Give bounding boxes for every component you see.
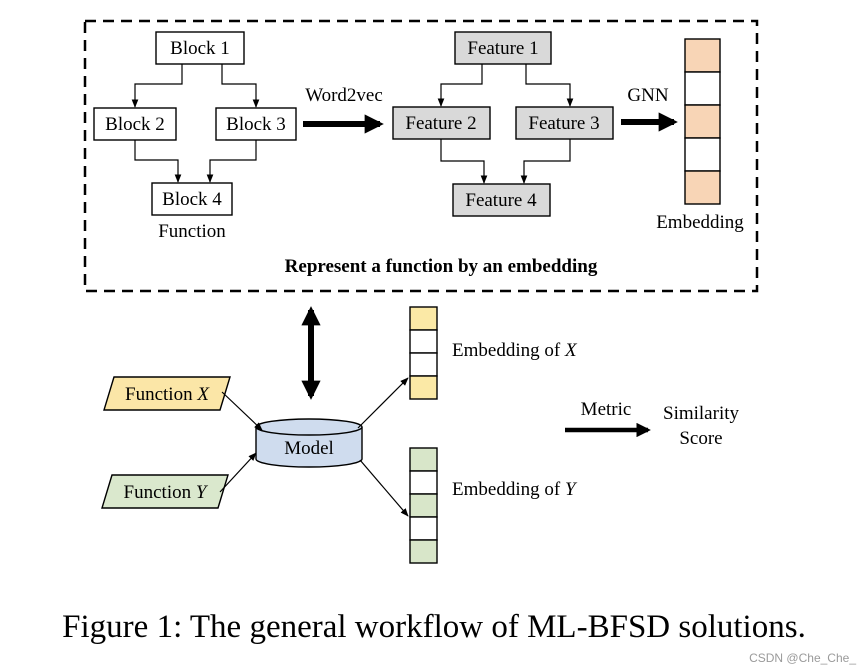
block-4-box — [151, 182, 233, 216]
embedding-y-cell — [409, 447, 438, 472]
figure-caption: Figure 1: The general workflow of ML-BFS… — [62, 609, 806, 645]
embedding-cell — [684, 170, 721, 205]
edge-feature3-feature4 — [520, 139, 571, 184]
embedding-label: Embedding — [656, 212, 744, 233]
block-2-box — [93, 107, 177, 141]
function-x-label: Function X — [125, 384, 210, 405]
panel-caption: Represent a function by an embedding — [285, 256, 598, 277]
edge-block1-block3 — [221, 64, 260, 108]
edge-block3-block4 — [206, 140, 257, 183]
embedding-y-cell — [409, 470, 438, 495]
embedding-y-cell — [409, 539, 438, 564]
embedding-x-cell — [409, 375, 438, 400]
function-label: Function — [158, 221, 226, 242]
arrow-model-to-embedding-x — [357, 377, 409, 429]
embedding-x-cell — [409, 306, 438, 331]
function-y-shape — [101, 474, 229, 509]
model-cylinder — [255, 418, 363, 468]
feature-2-box — [392, 106, 491, 140]
embedding-x-vector — [409, 306, 438, 400]
gnn-label: GNN — [627, 85, 668, 106]
edge-block2-block4 — [134, 140, 182, 183]
block-1-box — [155, 31, 245, 65]
embedding-y-label: Embedding of Y — [452, 479, 578, 500]
model-label: Model — [284, 438, 334, 459]
embedding-y-cell — [409, 516, 438, 541]
embedding-y-cell — [409, 493, 438, 518]
word2vec-label: Word2vec — [305, 85, 383, 106]
embedding-vector — [684, 38, 721, 205]
embedding-panel-border — [83, 19, 759, 293]
arrow-function-y-to-model — [219, 452, 257, 493]
watermark: CSDN @Che_Che_ — [749, 651, 856, 665]
metric-label: Metric — [581, 399, 632, 420]
embedding-cell — [684, 38, 721, 73]
feature-4-box — [452, 183, 551, 217]
feature-graph: Feature 1 Feature 2 Feature 3 Feature 4 — [392, 31, 614, 217]
block-1-label: Block 1 — [170, 38, 230, 59]
embedding-x-cell — [409, 329, 438, 354]
embedding-cell — [684, 104, 721, 139]
feature-3-label: Feature 3 — [528, 113, 599, 134]
embedding-x-cell — [409, 352, 438, 377]
feature-3-box — [515, 106, 614, 140]
embedding-y-vector — [409, 447, 438, 564]
edge-block1-block2 — [131, 64, 183, 108]
arrow-model-to-embedding-y — [359, 459, 409, 517]
block-2-label: Block 2 — [105, 114, 165, 135]
similarity-label-line1: Similarity — [663, 403, 740, 424]
edge-feature2-feature4 — [440, 139, 488, 184]
function-y-label: Function Y — [124, 482, 209, 503]
feature-1-label: Feature 1 — [467, 38, 538, 59]
edge-feature1-feature2 — [437, 64, 483, 107]
embedding-x-label: Embedding of X — [452, 340, 578, 361]
block-4-label: Block 4 — [162, 189, 222, 210]
feature-2-label: Feature 2 — [405, 113, 476, 134]
embedding-cell — [684, 71, 721, 106]
feature-4-label: Feature 4 — [465, 190, 537, 211]
feature-1-box — [454, 31, 552, 65]
similarity-label-line2: Score — [679, 428, 722, 449]
embedding-cell — [684, 137, 721, 172]
function-x-shape — [103, 376, 231, 411]
block-graph: Block 1 Block 2 Block 3 Block 4 Function — [93, 31, 297, 242]
block-3-label: Block 3 — [226, 114, 286, 135]
edge-feature1-feature3 — [525, 64, 574, 107]
arrow-function-x-to-model — [221, 391, 263, 431]
